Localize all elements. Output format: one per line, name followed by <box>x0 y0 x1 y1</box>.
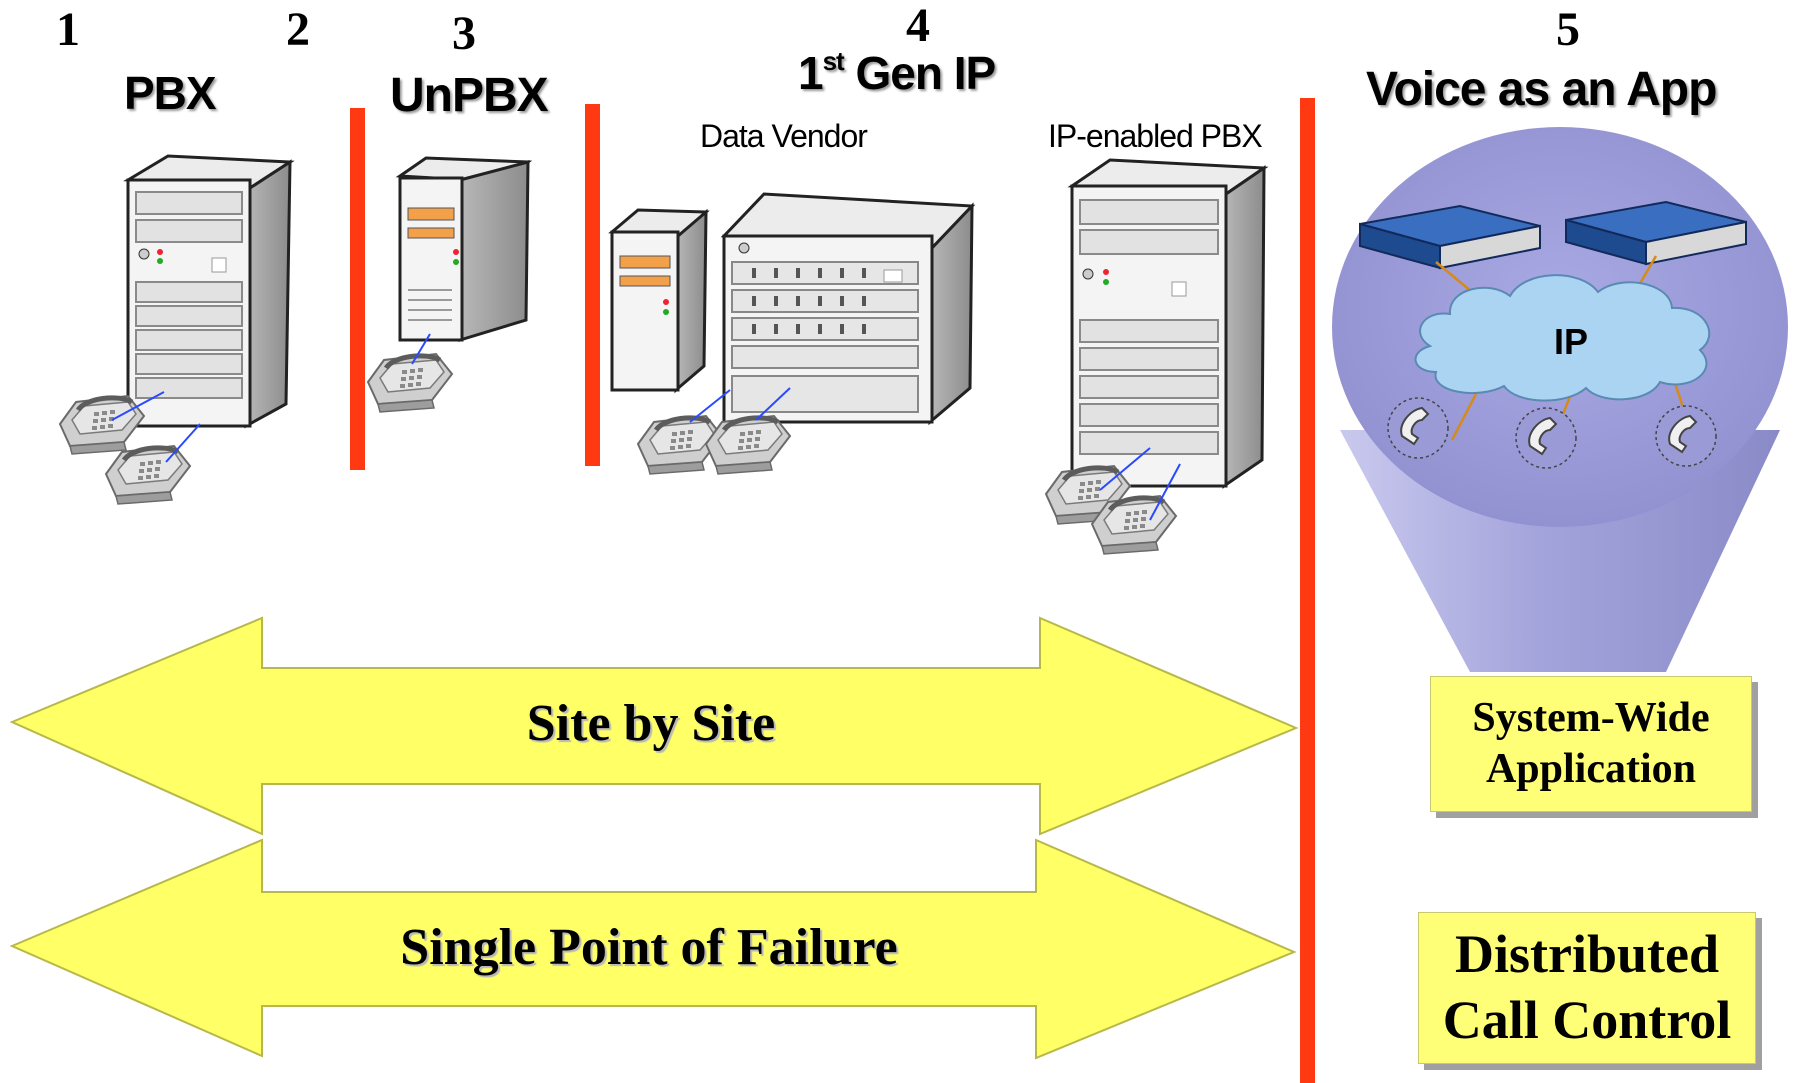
arrow-single-point-of-failure <box>9 838 1297 1060</box>
heading-first-gen-ip-main: 1 <box>798 47 824 99</box>
heading-first-gen-ip-sup: st <box>822 46 845 76</box>
heading-first-gen-ip-rest: Gen IP <box>843 47 996 99</box>
label-data-vendor: Data Vendor <box>700 118 868 154</box>
ip-enabled-pbx-server <box>1067 158 1269 489</box>
rack-unit-left <box>1359 204 1541 270</box>
ip-phone-2 <box>1515 407 1577 469</box>
ip-phone-1 <box>1387 397 1449 459</box>
arrow-label-site-by-site: Site by Site <box>526 695 776 752</box>
box-distributed-line2: Call Control <box>1442 990 1732 1050</box>
unpbx-phone <box>368 354 452 412</box>
box-system-wide-application: System-Wide Application <box>1430 676 1752 812</box>
box-distributed-line1: Distributed <box>1454 924 1719 985</box>
heading-pbx: PBX <box>124 67 217 119</box>
rack-unit-right <box>1565 200 1747 266</box>
box-system-wide-line2: Application <box>1485 746 1697 792</box>
data-vendor-phone-2 <box>706 416 790 474</box>
stage-number-4: 4 <box>906 0 930 52</box>
heading-voice-as-app: Voice as an App <box>1366 63 1717 116</box>
data-vendor-server <box>608 208 710 394</box>
pbx-phone-1 <box>60 396 144 454</box>
stage-number-5: 5 <box>1556 3 1580 56</box>
data-vendor-chassis <box>720 192 976 426</box>
box-system-wide-line1: System-Wide <box>1472 694 1710 741</box>
unpbx-server <box>395 156 533 343</box>
ip-cloud <box>1414 274 1711 402</box>
pbx-phone-2 <box>106 446 190 504</box>
arrow-label-single-point-of-failure: Single Point of Failure <box>400 919 898 976</box>
stage-number-2: 2 <box>286 3 310 56</box>
divider-1 <box>350 108 365 470</box>
pbx-server <box>123 154 295 429</box>
ip-phone-3 <box>1655 405 1717 467</box>
heading-first-gen-ip: 1st Gen IP <box>798 47 996 99</box>
stage-number-1: 1 <box>56 3 80 56</box>
stage-number-3: 3 <box>452 7 476 60</box>
divider-3 <box>1300 98 1315 1083</box>
box-distributed-call-control: Distributed Call Control <box>1418 912 1756 1064</box>
divider-2 <box>585 104 600 466</box>
label-ip-enabled-pbx: IP-enabled PBX <box>1048 118 1263 154</box>
cloud-ip-label: IP <box>1554 321 1589 362</box>
arrow-site-by-site <box>9 616 1299 836</box>
heading-unpbx: UnPBX <box>390 69 549 122</box>
